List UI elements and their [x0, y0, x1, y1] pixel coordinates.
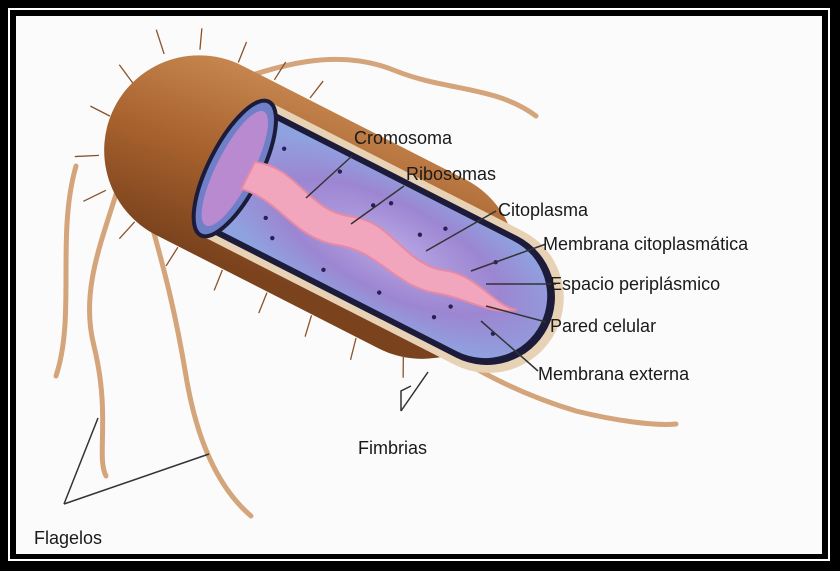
label-membrana-externa: Membrana externa [538, 364, 689, 384]
label-cromosoma: Cromosoma [354, 128, 452, 148]
label-citoplasma: Citoplasma [498, 200, 588, 220]
label-flagelos: Flagelos [34, 528, 102, 548]
label-pared-celular: Pared celular [550, 316, 656, 336]
label-espacio-periplasmico: Espacio periplásmico [550, 274, 720, 294]
bacterium-body [41, 16, 609, 437]
label-membrana-citoplasmatica: Membrana citoplasmática [543, 234, 748, 254]
label-fimbrias: Fimbrias [358, 438, 427, 458]
label-ribosomas: Ribosomas [406, 164, 496, 184]
diagram-canvas: Cromosoma Ribosomas Citoplasma Membrana … [16, 16, 822, 554]
flagellum-bottom-left [56, 166, 76, 376]
